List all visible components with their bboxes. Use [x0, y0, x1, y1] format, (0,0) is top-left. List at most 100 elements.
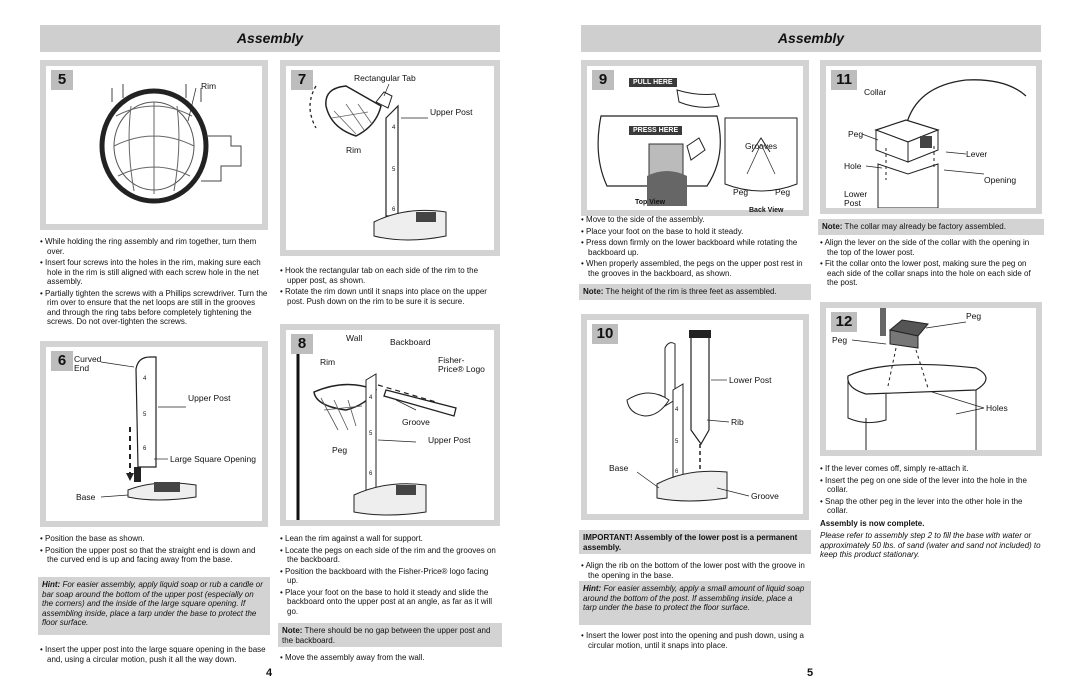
step5-text: While holding the ring assembly and rim …	[40, 237, 268, 329]
rim-net-illustration	[99, 84, 242, 204]
backboard-label: Backboard	[390, 337, 431, 347]
bullet: Insert the lower post into the opening a…	[581, 631, 809, 650]
bullet: Press down firmly on the lower backboard…	[581, 238, 809, 257]
peg-left-label: Peg	[832, 335, 848, 345]
rib-label: Rib	[731, 417, 744, 427]
step5-panel: 5 Rim	[40, 60, 268, 230]
step8-panel: 8 4 5 6 Wall Backboard Rim Fisher-Price®…	[280, 324, 500, 526]
peg-top-label: Peg	[966, 311, 982, 321]
press-here-tag: PRESS HERE	[629, 126, 683, 135]
post-mark: 4	[392, 125, 396, 131]
page-number: 4	[266, 667, 273, 679]
post-mark: 5	[392, 167, 396, 173]
step-number: 11	[831, 70, 857, 90]
pull-here-tag: PULL HERE	[629, 78, 677, 87]
step-number: 5	[51, 70, 73, 90]
peg-right-label: Peg	[775, 187, 791, 197]
lower-post-illustration	[626, 330, 750, 502]
post-mark: 4	[369, 395, 373, 401]
large-square-label: Large Square Opening	[170, 454, 257, 464]
collar-label: Collar	[864, 87, 887, 97]
note-text: The collar may already be factory assemb…	[844, 222, 1006, 231]
note-label: Note:	[583, 287, 604, 296]
bullet: Insert the peg on one side of the lever …	[820, 476, 1042, 495]
final-text: Please refer to assembly step 2 to fill …	[820, 531, 1041, 559]
lower-post-label: Lower Post	[729, 375, 772, 385]
bullet: Align the lever on the side of the colla…	[820, 238, 1042, 257]
bullet: Snap the other peg in the lever into the…	[820, 497, 1042, 516]
opening-label: Opening	[984, 175, 1017, 185]
bullet: Position the backboard with the Fisher-P…	[280, 567, 500, 586]
lever-illustration	[847, 308, 987, 450]
step8-text: Lean the rim against a wall for support.…	[280, 534, 500, 618]
peg-label: Peg	[332, 445, 348, 455]
base-label: Base	[609, 463, 629, 473]
step10-important: IMPORTANT! Assembly of the lower post is…	[579, 530, 811, 554]
base-label: Base	[76, 492, 96, 502]
step9-text: Move to the side of the assembly. Place …	[581, 215, 809, 280]
bullet: While holding the ring assembly and rim …	[40, 237, 268, 256]
lower-post-label: Lower Post	[844, 189, 868, 208]
grooves-label: Grooves	[745, 141, 778, 151]
bullet: Lean the rim against a wall for support.	[280, 534, 500, 544]
page-number: 5	[807, 667, 814, 679]
post-mark: 5	[143, 412, 147, 418]
step6-text-2: Insert the upper post into the large squ…	[40, 645, 268, 666]
step8-text-2: Move the assembly away from the wall.	[280, 653, 500, 665]
post-mark: 6	[369, 471, 373, 477]
step10-panel: 10 4 5 6 Lower Post Rib Base Groove	[581, 314, 809, 520]
bullet: Insert four screws into the holes in the…	[40, 258, 268, 287]
logo-label: Fisher-Price® Logo	[438, 355, 485, 374]
hint-text: For easier assembly, apply liquid soap o…	[42, 580, 263, 627]
rim-hook-illustration	[309, 83, 447, 241]
step-number: 6	[51, 351, 73, 371]
step11-text: Align the lever on the side of the colla…	[820, 238, 1042, 290]
step11-panel: 11 Collar Peg Lever Hole Opening Lower P…	[820, 60, 1042, 214]
step-number: 9	[592, 70, 614, 90]
post-mark: 4	[675, 407, 679, 413]
bullet: Partially tighten the screws with a Phil…	[40, 289, 268, 327]
hint-label: Hint:	[583, 584, 602, 593]
peg-label: Peg	[848, 129, 864, 139]
bullet: If the lever comes off, simply re-attach…	[820, 464, 1042, 474]
note-label: Note:	[822, 222, 843, 231]
bullet: Insert the upper post into the large squ…	[40, 645, 268, 664]
rim-label: Rim	[201, 81, 217, 91]
top-view-label: Top View	[635, 199, 666, 206]
bullet: Place your foot on the base to hold it s…	[581, 227, 809, 237]
bullet: Position the base as shown.	[40, 534, 268, 544]
holes-label: Holes	[986, 403, 1008, 413]
step-number: 12	[831, 312, 857, 332]
step6-hint: Hint: For easier assembly, apply liquid …	[38, 577, 270, 635]
step6-text: Position the base as shown. Position the…	[40, 534, 268, 567]
left-header: Assembly	[40, 25, 500, 52]
post-mark: 4	[143, 376, 147, 382]
lever-label: Lever	[966, 149, 988, 159]
post-mark: 6	[392, 207, 396, 213]
right-header: Assembly	[581, 25, 1041, 52]
bullet: Fit the collar onto the lower post, maki…	[820, 259, 1042, 288]
rim-label: Rim	[320, 357, 336, 367]
curved-end-label: Curved End	[74, 354, 102, 373]
rim-label: Rim	[346, 145, 362, 155]
step10-text-2: Insert the lower post into the opening a…	[581, 631, 809, 652]
step10-hint: Hint: For easier assembly, apply a small…	[579, 581, 811, 625]
hole-label: Hole	[844, 161, 862, 171]
step12-panel: 12 Peg Peg Holes	[820, 302, 1042, 456]
bullet: Move to the side of the assembly.	[581, 215, 809, 225]
bullet: Move the assembly away from the wall.	[280, 653, 500, 663]
step6-panel: 6 4 5 6 Curved End Upper Post Large Squa…	[40, 341, 268, 527]
bullet: Locate the pegs on each side of the rim …	[280, 546, 500, 565]
bullet: Position the upper post so that the stra…	[40, 546, 268, 565]
wall-label: Wall	[346, 333, 363, 343]
hint-label: Hint:	[42, 580, 61, 589]
step7-text: Hook the rectangular tab on each side of…	[280, 266, 500, 308]
back-view-label: Back View	[749, 207, 784, 214]
hint-text: For easier assembly, apply a small amoun…	[583, 584, 805, 612]
complete-text: Assembly is now complete.	[820, 518, 925, 528]
step7-panel: 7 4 5 6 Rectangular Tab Upper Post Rim	[280, 60, 500, 256]
note-text: There should be no gap between the upper…	[282, 626, 491, 645]
groove-label: Groove	[402, 417, 430, 427]
post-mark: 6	[143, 446, 147, 452]
step11-note: Note: The collar may already be factory …	[818, 219, 1044, 235]
